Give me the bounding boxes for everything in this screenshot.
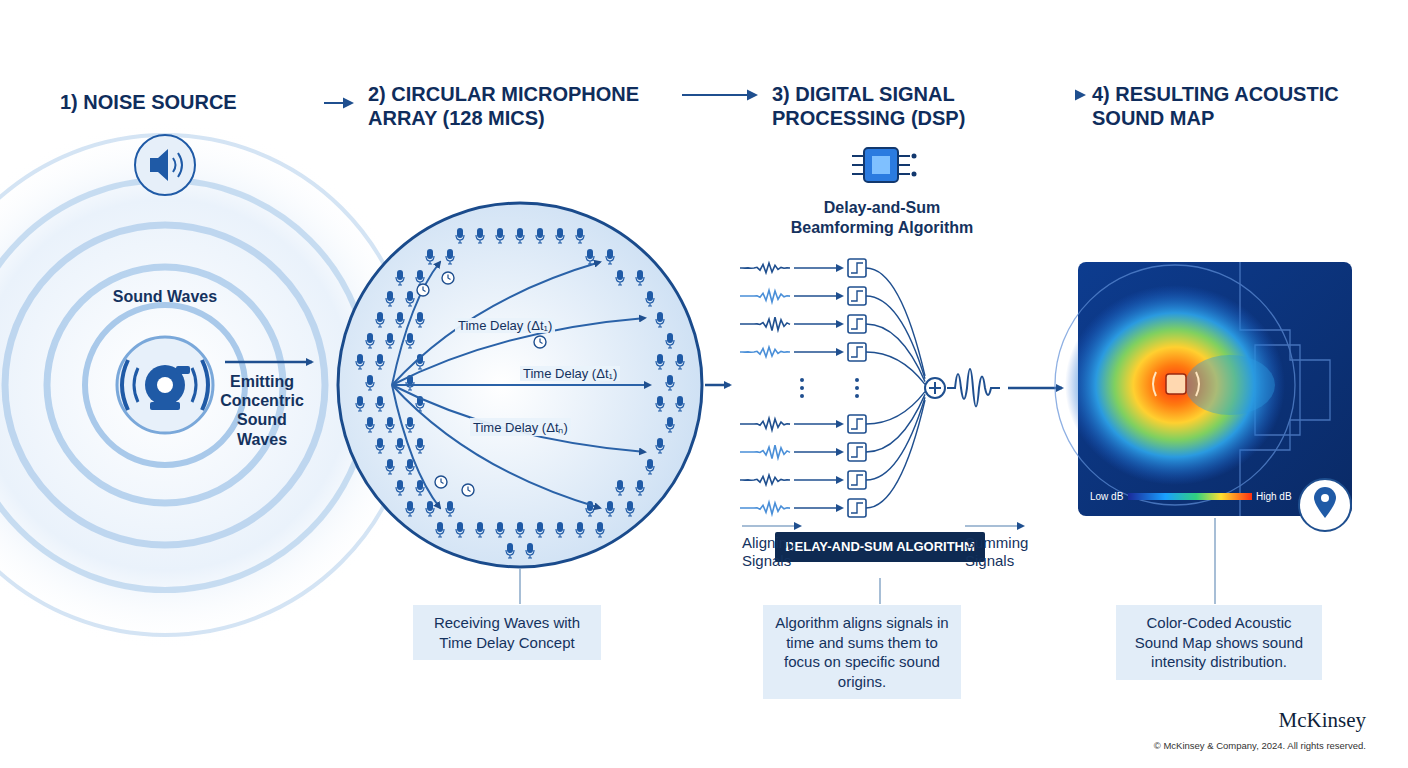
flow-arrow (324, 98, 354, 109)
delay-label: Time Delay (Δt₁) (455, 318, 555, 333)
stage-heading: 3) DIGITAL SIGNAL PROCESSING (DSP) (772, 82, 1072, 131)
sound-map (1055, 262, 1352, 604)
flow-arrow (682, 90, 758, 101)
wave-label: Emitting Concentric Sound Waves (212, 372, 312, 449)
step-label: Summing Signals (965, 534, 1037, 570)
scale-label: High dB (1256, 491, 1292, 502)
flow-arrow (1075, 90, 1086, 101)
dsp-processing (740, 148, 1062, 604)
step-label: Aligning Signals (742, 534, 812, 570)
scale-label: Low dB (1090, 491, 1123, 502)
delay-label: Time Delay (Δtₙ) (470, 418, 571, 436)
brand-logo: McKinsey (1279, 708, 1367, 733)
copyright-note: © McKinsey & Company, 2024. All rights r… (1154, 740, 1366, 751)
stage-heading: 4) RESULTING ACOUSTIC SOUND MAP (1092, 82, 1392, 131)
node-text: Receiving Waves with Time Delay Concept (423, 613, 591, 652)
node-text: Algorithm aligns signals in time and sum… (773, 613, 951, 691)
algorithm-label: Delay-and-Sum Beamforming Algorithm (777, 198, 987, 238)
microphone-array (338, 203, 730, 604)
node-text: 4) RESULTING ACOUSTIC SOUND MAP (1092, 82, 1392, 131)
delay-label: Time Delay (Δt₁) (520, 366, 620, 381)
caption-box: Color-Coded Acoustic Sound Map shows sou… (1116, 605, 1322, 680)
node-text: DELAY-AND-SUM ALGORITHM (785, 539, 975, 555)
caption-box: Receiving Waves with Time Delay Concept (413, 605, 601, 660)
node-text: 1) NOISE SOURCE (60, 90, 310, 114)
algorithm-box: DELAY-AND-SUM ALGORITHM (775, 532, 985, 562)
caption-box: Algorithm aligns signals in time and sum… (763, 605, 961, 699)
node-text: 3) DIGITAL SIGNAL PROCESSING (DSP) (772, 82, 1072, 131)
wave-label: Sound Waves (113, 288, 217, 306)
stage-heading: 1) NOISE SOURCE (60, 90, 310, 114)
stage-heading: 2) CIRCULAR MICROPHONE ARRAY (128 MICS) (368, 82, 668, 131)
node-text: 2) CIRCULAR MICROPHONE ARRAY (128 MICS) (368, 82, 668, 131)
node-text: Color-Coded Acoustic Sound Map shows sou… (1126, 613, 1312, 672)
